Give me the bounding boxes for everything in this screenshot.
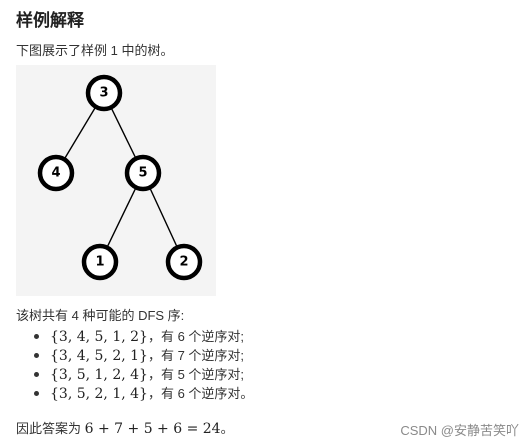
tree-figure: 3 4 5 1 2 xyxy=(16,65,216,296)
dfs-note: ，有 7 个逆序对; xyxy=(147,348,245,363)
node-label: 4 xyxy=(51,166,60,181)
dfs-order-list: {3, 4, 5, 1, 2}，有 6 个逆序对; {3, 4, 5, 2, 1… xyxy=(34,327,253,403)
tree-node: 5 xyxy=(124,154,162,192)
tree-diagram: 3 4 5 1 2 xyxy=(37,74,203,281)
watermark: CSDN @安静苦笑吖 xyxy=(400,423,519,438)
dfs-sequence: {3, 5, 1, 2, 4} xyxy=(50,367,148,383)
answer-text: 因此答案为 6 + 7 + 5 + 6 = 24。 xyxy=(16,418,234,437)
node-label: 3 xyxy=(99,86,108,101)
dfs-note: ，有 6 个逆序对。 xyxy=(147,386,254,401)
answer-expression: 6 + 7 + 5 + 6 = 24 xyxy=(84,421,221,437)
dfs-note: ，有 6 个逆序对; xyxy=(147,329,245,344)
answer-suffix: 。 xyxy=(220,421,234,436)
tree-node: 3 xyxy=(85,74,123,112)
bullet-icon xyxy=(34,353,39,358)
dfs-note: ，有 5 个逆序对; xyxy=(147,367,245,382)
bullet-icon xyxy=(34,391,39,396)
node-label: 1 xyxy=(95,255,104,270)
answer-prefix: 因此答案为 xyxy=(16,421,85,436)
intro-text: 下图展示了样例 1 中的树。 xyxy=(16,43,174,58)
dfs-sequence: {3, 4, 5, 2, 1} xyxy=(50,348,148,364)
tree-node: 1 xyxy=(81,243,119,281)
node-label: 5 xyxy=(138,166,147,181)
list-item: {3, 5, 1, 2, 4}，有 5 个逆序对; xyxy=(34,365,253,384)
bullet-icon xyxy=(34,372,39,377)
list-item: {3, 4, 5, 1, 2}，有 6 个逆序对; xyxy=(34,327,253,346)
summary-text: 该树共有 4 种可能的 DFS 序: xyxy=(16,308,185,323)
tree-node: 4 xyxy=(37,154,75,192)
tree-node: 2 xyxy=(165,243,203,281)
list-item: {3, 5, 2, 1, 4}，有 6 个逆序对。 xyxy=(34,384,253,403)
dfs-sequence: {3, 5, 2, 1, 4} xyxy=(50,386,148,402)
section-heading: 样例解释 xyxy=(16,11,84,30)
dfs-sequence: {3, 4, 5, 1, 2} xyxy=(50,329,148,345)
bullet-icon xyxy=(34,334,39,339)
node-label: 2 xyxy=(179,255,188,270)
list-item: {3, 4, 5, 2, 1}，有 7 个逆序对; xyxy=(34,346,253,365)
